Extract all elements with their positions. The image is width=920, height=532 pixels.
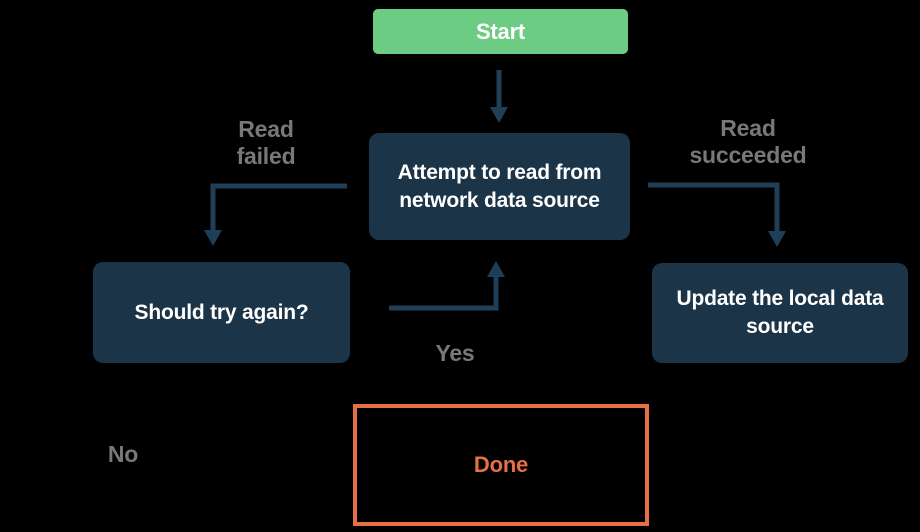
edge-label-yes: Yes xyxy=(435,340,475,366)
arrow-start-to-attempt xyxy=(490,70,508,123)
edge-label-read-succeeded: Read succeeded xyxy=(689,115,807,168)
node-done: Done xyxy=(353,404,649,526)
edge-label-read-failed: Read failed xyxy=(236,116,296,169)
node-update-local-data: Update the local data source xyxy=(652,263,908,363)
arrow-yes-to-attempt xyxy=(389,261,505,311)
node-start: Start xyxy=(373,9,628,54)
arrow-read-failed xyxy=(204,183,347,246)
node-attempt-read-network: Attempt to read from network data source xyxy=(369,133,630,240)
node-should-try-again: Should try again? xyxy=(93,262,350,363)
arrow-read-succeeded xyxy=(648,182,786,247)
edge-label-no: No xyxy=(107,441,139,467)
